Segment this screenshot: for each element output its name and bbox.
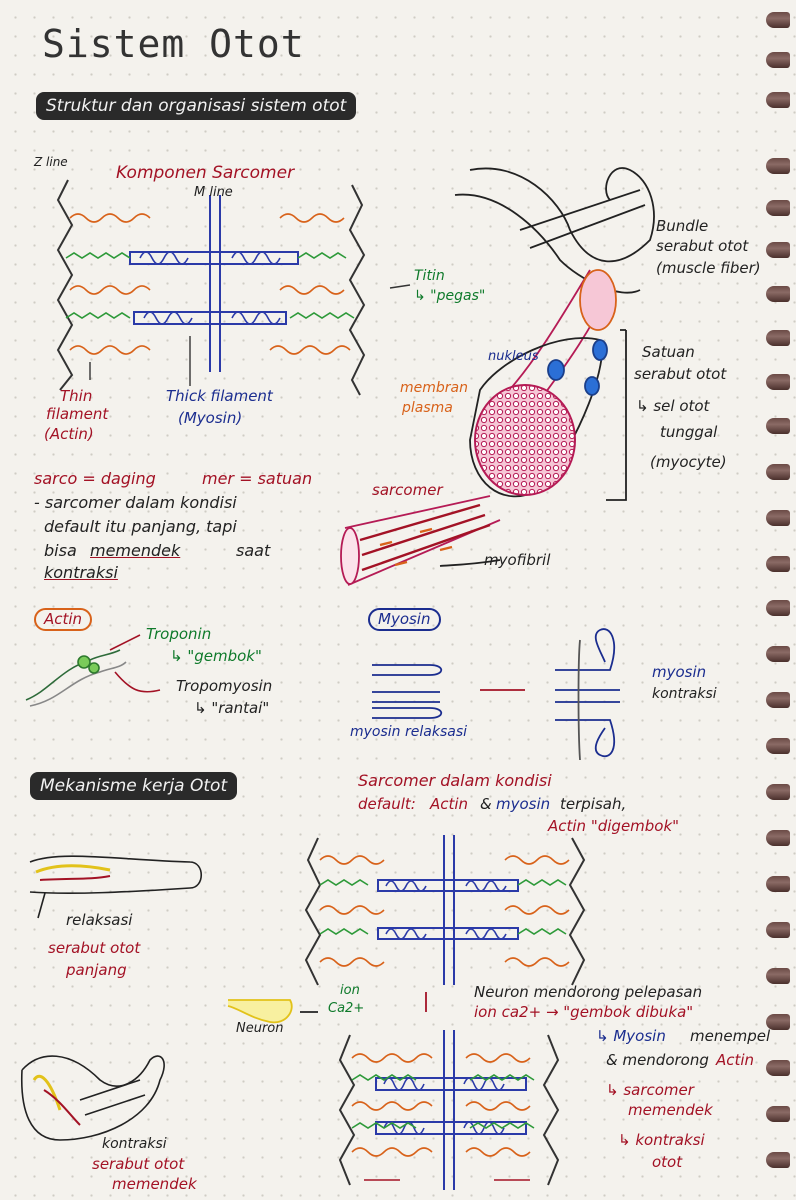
sarcomere-relaxed-diagram bbox=[304, 835, 586, 986]
note-line-1: - sarcomer dalam kondisi bbox=[34, 493, 237, 512]
section2-heading: Mekanisme kerja Otot bbox=[30, 772, 238, 800]
neuron-note-1: Neuron mendorong pelepasan bbox=[474, 983, 703, 1001]
step1-c: & mendorong bbox=[606, 1051, 709, 1069]
myosin-contract-label-1: myosin bbox=[652, 663, 707, 681]
neuron-note-2: ion ca2+ → "gembok dibuka" bbox=[474, 1003, 694, 1021]
troponin-label: Troponin bbox=[146, 625, 212, 643]
note-mer: mer = satuan bbox=[202, 469, 313, 488]
note-line-3b: memendek bbox=[90, 541, 181, 560]
note-line-3a: bisa bbox=[44, 541, 77, 560]
thin-filament-label-1: Thin bbox=[60, 387, 93, 405]
section1-heading: Struktur dan organisasi sistem otot bbox=[36, 92, 357, 120]
relaksasi-label: relaksasi bbox=[66, 911, 133, 929]
thin-filament-label-3: (Actin) bbox=[44, 425, 94, 443]
membrane-label-1: membran bbox=[400, 380, 468, 396]
satuan-label-1: Satuan bbox=[642, 343, 695, 361]
sarcomere-contracted-diagram bbox=[338, 1030, 560, 1190]
thick-filament bbox=[129, 251, 299, 325]
m-line-label: M line bbox=[194, 185, 233, 200]
z-line-label: Z line bbox=[34, 155, 68, 169]
default-line-3: Actin "digembok" bbox=[548, 817, 680, 835]
step2-a: ↳ sarcomer bbox=[606, 1081, 694, 1099]
default-line-2e: terpisah, bbox=[560, 795, 627, 813]
serabut-panjang-1: serabut otot bbox=[48, 939, 141, 957]
note-sarco: sarco = daging bbox=[34, 469, 156, 488]
nucleus-label: nukleus bbox=[488, 349, 539, 364]
step1-d: Actin bbox=[716, 1051, 755, 1069]
muscle-anatomy-drawing bbox=[340, 167, 655, 586]
note-line-2: default itu panjang, tapi bbox=[44, 517, 237, 536]
ion-label-2: Ca2+ bbox=[328, 1001, 365, 1016]
serabut-memendek-1: serabut otot bbox=[92, 1155, 185, 1173]
sarcomere-diagram bbox=[56, 179, 411, 396]
sarcomer-anatomy-label: sarcomer bbox=[372, 481, 443, 499]
myofibril-label: myofibril bbox=[484, 551, 551, 569]
satuan-label-5: (myocyte) bbox=[650, 453, 727, 471]
serabut-panjang-2: panjang bbox=[66, 961, 127, 979]
satuan-label-3: ↳ sel otot bbox=[636, 397, 710, 415]
myosin-label: Myosin bbox=[368, 608, 441, 632]
step2-b: memendek bbox=[628, 1101, 713, 1119]
thick-filament-label-2: (Myosin) bbox=[178, 409, 243, 427]
myosin-relax-label: myosin relaksasi bbox=[350, 724, 467, 740]
default-line-2c: & bbox=[480, 795, 492, 813]
thick-filament-label-1: Thick filament bbox=[166, 387, 273, 405]
bundle-label-2: serabut otot bbox=[656, 237, 749, 255]
titin-label: Titin bbox=[414, 268, 445, 284]
bundle-label-1: Bundle bbox=[656, 217, 709, 235]
sarcomere-heading: Komponen Sarcomer bbox=[116, 163, 295, 183]
neuron-label: Neuron bbox=[236, 1021, 284, 1036]
bundle-label-3: (muscle fiber) bbox=[656, 259, 761, 277]
satuan-label-4: tunggal bbox=[660, 423, 718, 441]
step3-b: otot bbox=[652, 1153, 683, 1171]
arm-relaxed-drawing bbox=[29, 855, 203, 919]
step3-a: ↳ kontraksi bbox=[618, 1131, 705, 1149]
step1-a: ↳ Myosin bbox=[596, 1027, 666, 1045]
serabut-memendek-2: memendek bbox=[112, 1175, 197, 1193]
ion-label-1: ion bbox=[340, 983, 360, 998]
arm-contracted-drawing bbox=[20, 1055, 165, 1141]
actin-label: Actin bbox=[34, 608, 93, 632]
tropomyosin-label: Tropomyosin bbox=[176, 677, 273, 695]
default-line-2d: myosin bbox=[496, 795, 551, 813]
default-line-2b: Actin bbox=[430, 795, 469, 813]
tropomyosin-note: ↳ "rantai" bbox=[194, 699, 270, 717]
default-line-2a: default: bbox=[358, 795, 416, 813]
thin-filament bbox=[65, 213, 355, 355]
thin-filament-label-2: filament bbox=[46, 405, 109, 423]
satuan-label-2: serabut otot bbox=[634, 365, 727, 383]
actin-drawing bbox=[25, 634, 161, 707]
kontraksi-label: kontraksi bbox=[102, 1136, 167, 1152]
note-line-4: kontraksi bbox=[44, 563, 118, 582]
default-line-1: Sarcomer dalam kondisi bbox=[358, 771, 552, 790]
membrane-label-2: plasma bbox=[402, 400, 453, 416]
myosin-drawing bbox=[372, 628, 620, 761]
note-line-3c: saat bbox=[236, 541, 271, 560]
troponin-note: ↳ "gembok" bbox=[170, 647, 262, 665]
titin-note: ↳ "pegas" bbox=[414, 288, 486, 304]
step1-b: menempel bbox=[690, 1027, 771, 1045]
neuron-drawing bbox=[227, 992, 427, 1024]
page-title: Sistem Otot bbox=[42, 22, 305, 66]
myosin-contract-label-2: kontraksi bbox=[652, 686, 717, 702]
